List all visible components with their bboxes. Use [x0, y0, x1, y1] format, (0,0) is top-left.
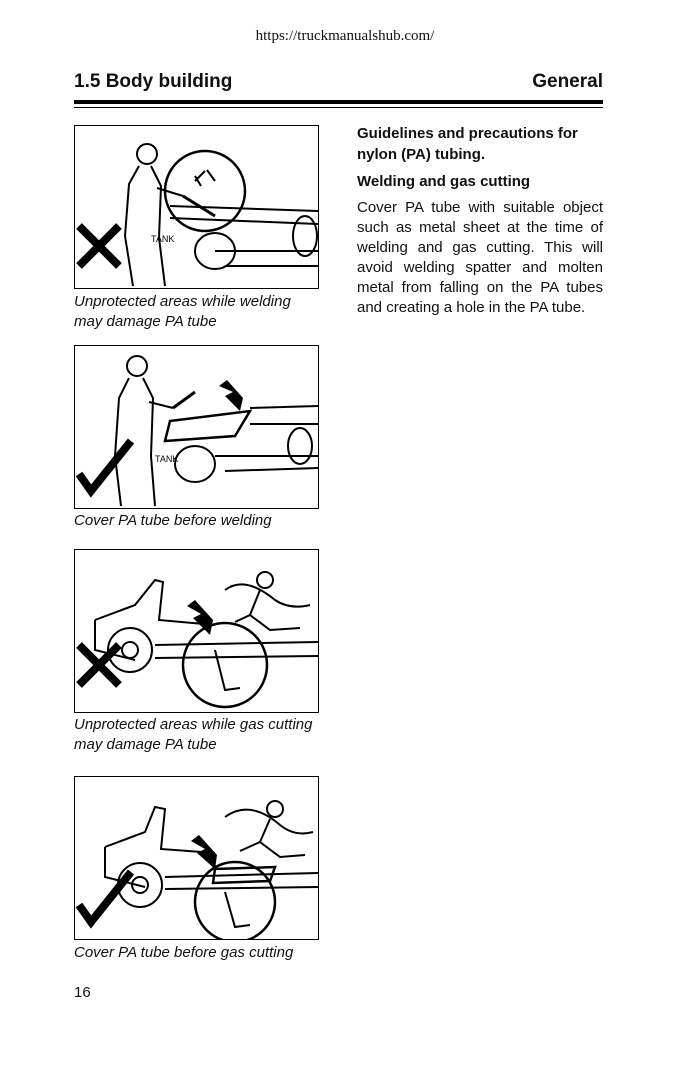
arrow-icon — [187, 600, 213, 635]
welding-illustration: TANK — [76, 143, 318, 287]
body-paragraph: Cover PA tube with suitable object such … — [357, 199, 603, 316]
tank-label: TANK — [155, 454, 178, 464]
figure-gas-cutting-unprotected — [74, 549, 319, 713]
cross-icon — [76, 223, 122, 269]
figure-welding-unprotected: TANK — [74, 125, 319, 289]
header-rule-thin — [74, 107, 603, 108]
section-heading: Guidelines and precautions for nylon (PA… — [357, 125, 578, 163]
figure-gas-cutting-protected — [74, 776, 319, 940]
cross-icon — [76, 642, 122, 688]
figure-caption: Unprotected areas while welding may dama… — [74, 293, 291, 330]
section-title: 1.5 Body building — [74, 71, 233, 92]
page-number: 16 — [74, 984, 91, 1001]
check-icon — [75, 869, 135, 929]
figure-caption: Unprotected areas while gas cutting may … — [74, 716, 313, 753]
guidelines-section: Guidelines and precautions for nylon (PA… — [357, 123, 603, 318]
chapter-title: General — [532, 71, 603, 92]
gas-cutting-covered-illustration — [75, 800, 318, 939]
header-rule-thick — [74, 100, 603, 104]
subsection-heading: Welding and gas cutting — [357, 173, 531, 190]
tank-label: TANK — [151, 234, 174, 244]
check-icon — [75, 438, 135, 498]
source-url[interactable]: https://truckmanualshub.com/ — [255, 28, 435, 44]
arrow-icon — [219, 380, 243, 411]
figure-caption: Cover PA tube before welding — [74, 512, 272, 529]
welding-covered-illustration: TANK — [75, 355, 318, 507]
gas-cutting-illustration — [76, 571, 318, 709]
figure-caption: Cover PA tube before gas cutting — [74, 944, 294, 961]
arrow-icon — [191, 835, 217, 869]
figure-welding-protected: TANK — [74, 345, 319, 509]
